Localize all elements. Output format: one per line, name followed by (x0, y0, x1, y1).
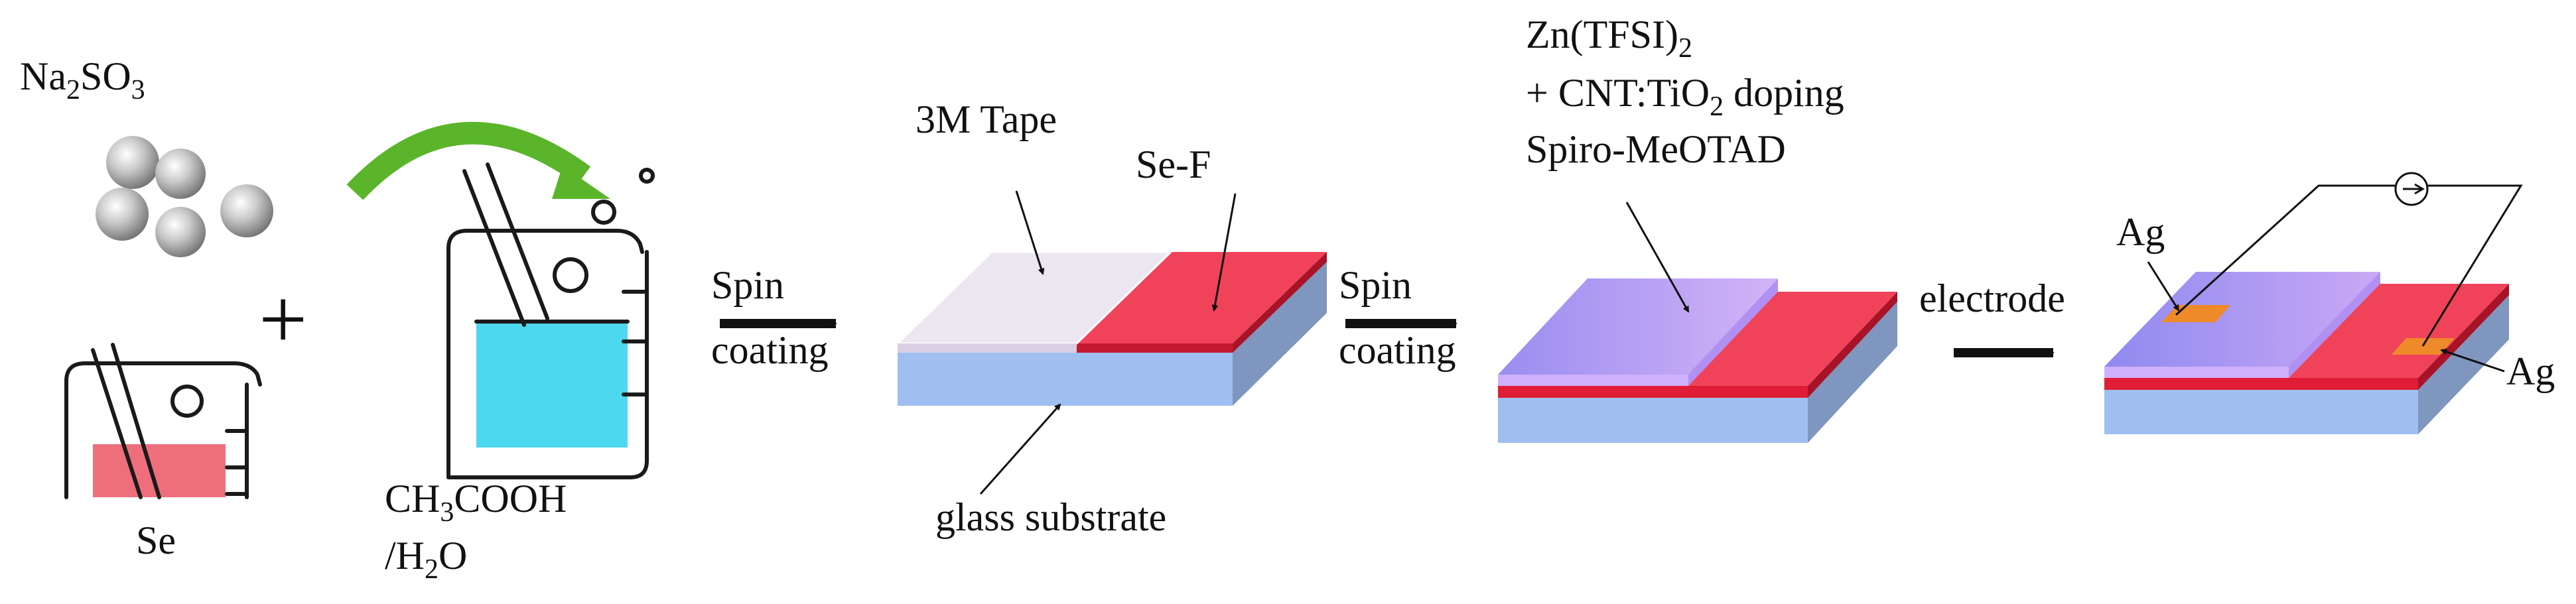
sulfite-label: Na2SO3 (20, 54, 145, 105)
htl-label-line2: + CNT:TiO2 doping (1526, 71, 1844, 122)
tape-pointer (1015, 190, 1045, 275)
htl-label-line3: Spiro-MeOTAD (1526, 127, 1786, 171)
htl-pointer (1625, 202, 1690, 313)
spin-coating-2-line2: coating (1339, 328, 1456, 372)
solvent-label-line1: CH3COOH (385, 477, 567, 528)
ag-left-pointer (2147, 261, 2180, 312)
selenium-beaker-icon (64, 343, 262, 499)
plus-sign: + (259, 272, 307, 367)
ag-right-pointer (2440, 348, 2505, 373)
sulfite-powder-spheres (96, 136, 273, 257)
htl-label-line1: Zn(TFSI)2 (1526, 13, 1692, 64)
electrode-step-label: electrode (1919, 276, 2065, 320)
stage1-device (895, 251, 1327, 406)
mixing-beaker-icon (446, 162, 655, 479)
glass-substrate-pointer (979, 403, 1061, 495)
se-film-label: Se-F (1136, 143, 1211, 186)
tape-label: 3M Tape (915, 97, 1057, 141)
ag-label-right: Ag (2506, 349, 2555, 393)
stage3-device (2104, 272, 2509, 434)
green-curved-arrow-icon (346, 121, 610, 200)
glass-substrate-label: glass substrate (935, 495, 1166, 539)
ag-label-left: Ag (2116, 210, 2165, 254)
solvent-label-line2: /H2O (385, 534, 467, 585)
ag-electrode-right-pad (2392, 338, 2455, 355)
spin-coating-2-line1: Spin (1339, 263, 1412, 307)
se-film-pointer (1211, 193, 1237, 312)
spin-coating-1-line1: Spin (711, 263, 784, 307)
selenium-label: Se (136, 518, 176, 562)
external-circuit-wire (2175, 172, 2523, 347)
spin-coating-1-line2: coating (711, 328, 829, 372)
stage2-device (1498, 278, 1897, 443)
